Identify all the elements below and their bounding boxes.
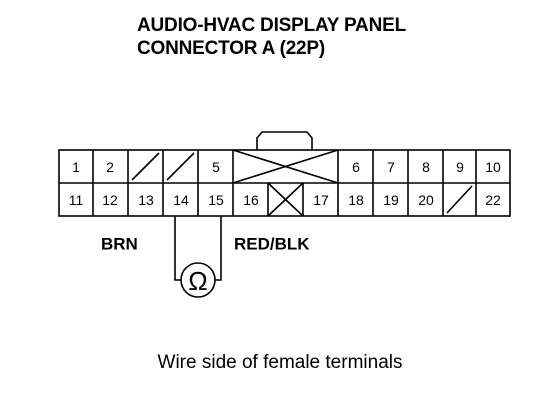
pin-10: 10 [485, 159, 501, 175]
connector-lock-tab [256, 131, 313, 150]
pin-6: 6 [352, 159, 360, 175]
pin-16: 16 [243, 192, 259, 208]
pin-19: 19 [383, 192, 399, 208]
title-line-2: CONNECTOR A (22P) [137, 38, 326, 59]
empty-cavity-4 [166, 152, 195, 181]
wire-label-red-blk: RED/BLK [234, 235, 310, 254]
lead-brn [174, 216, 181, 281]
pin-17: 17 [313, 192, 329, 208]
view-caption: Wire side of female terminals [157, 352, 403, 373]
pin-5: 5 [212, 159, 220, 175]
empty-cavity-21 [446, 185, 473, 214]
pin-15: 15 [208, 192, 224, 208]
pin-14: 14 [173, 192, 189, 208]
pin-20: 20 [418, 192, 434, 208]
pin-8: 8 [422, 159, 430, 175]
ohm-icon: Ω [188, 266, 207, 296]
pin-labels: 1 2 5 6 7 8 9 10 11 12 13 14 15 16 17 18… [69, 159, 501, 208]
wire-label-brn: BRN [101, 235, 138, 254]
diagram-title: AUDIO-HVAC DISPLAY PANEL CONNECTOR A (22… [137, 14, 406, 60]
ohmmeter-symbol [180, 262, 216, 298]
pin-11: 11 [69, 192, 84, 208]
pin-2: 2 [106, 159, 114, 175]
pin-13: 13 [138, 192, 154, 208]
lead-red-blk [215, 216, 222, 281]
pin-18: 18 [348, 192, 364, 208]
pin-22: 22 [485, 192, 501, 208]
pin-7: 7 [387, 159, 395, 175]
pin-12: 12 [102, 192, 118, 208]
pin-1: 1 [72, 159, 80, 175]
title-line-1: AUDIO-HVAC DISPLAY PANEL [137, 15, 406, 36]
empty-cavity-3 [131, 152, 160, 181]
pin-9: 9 [456, 159, 464, 175]
